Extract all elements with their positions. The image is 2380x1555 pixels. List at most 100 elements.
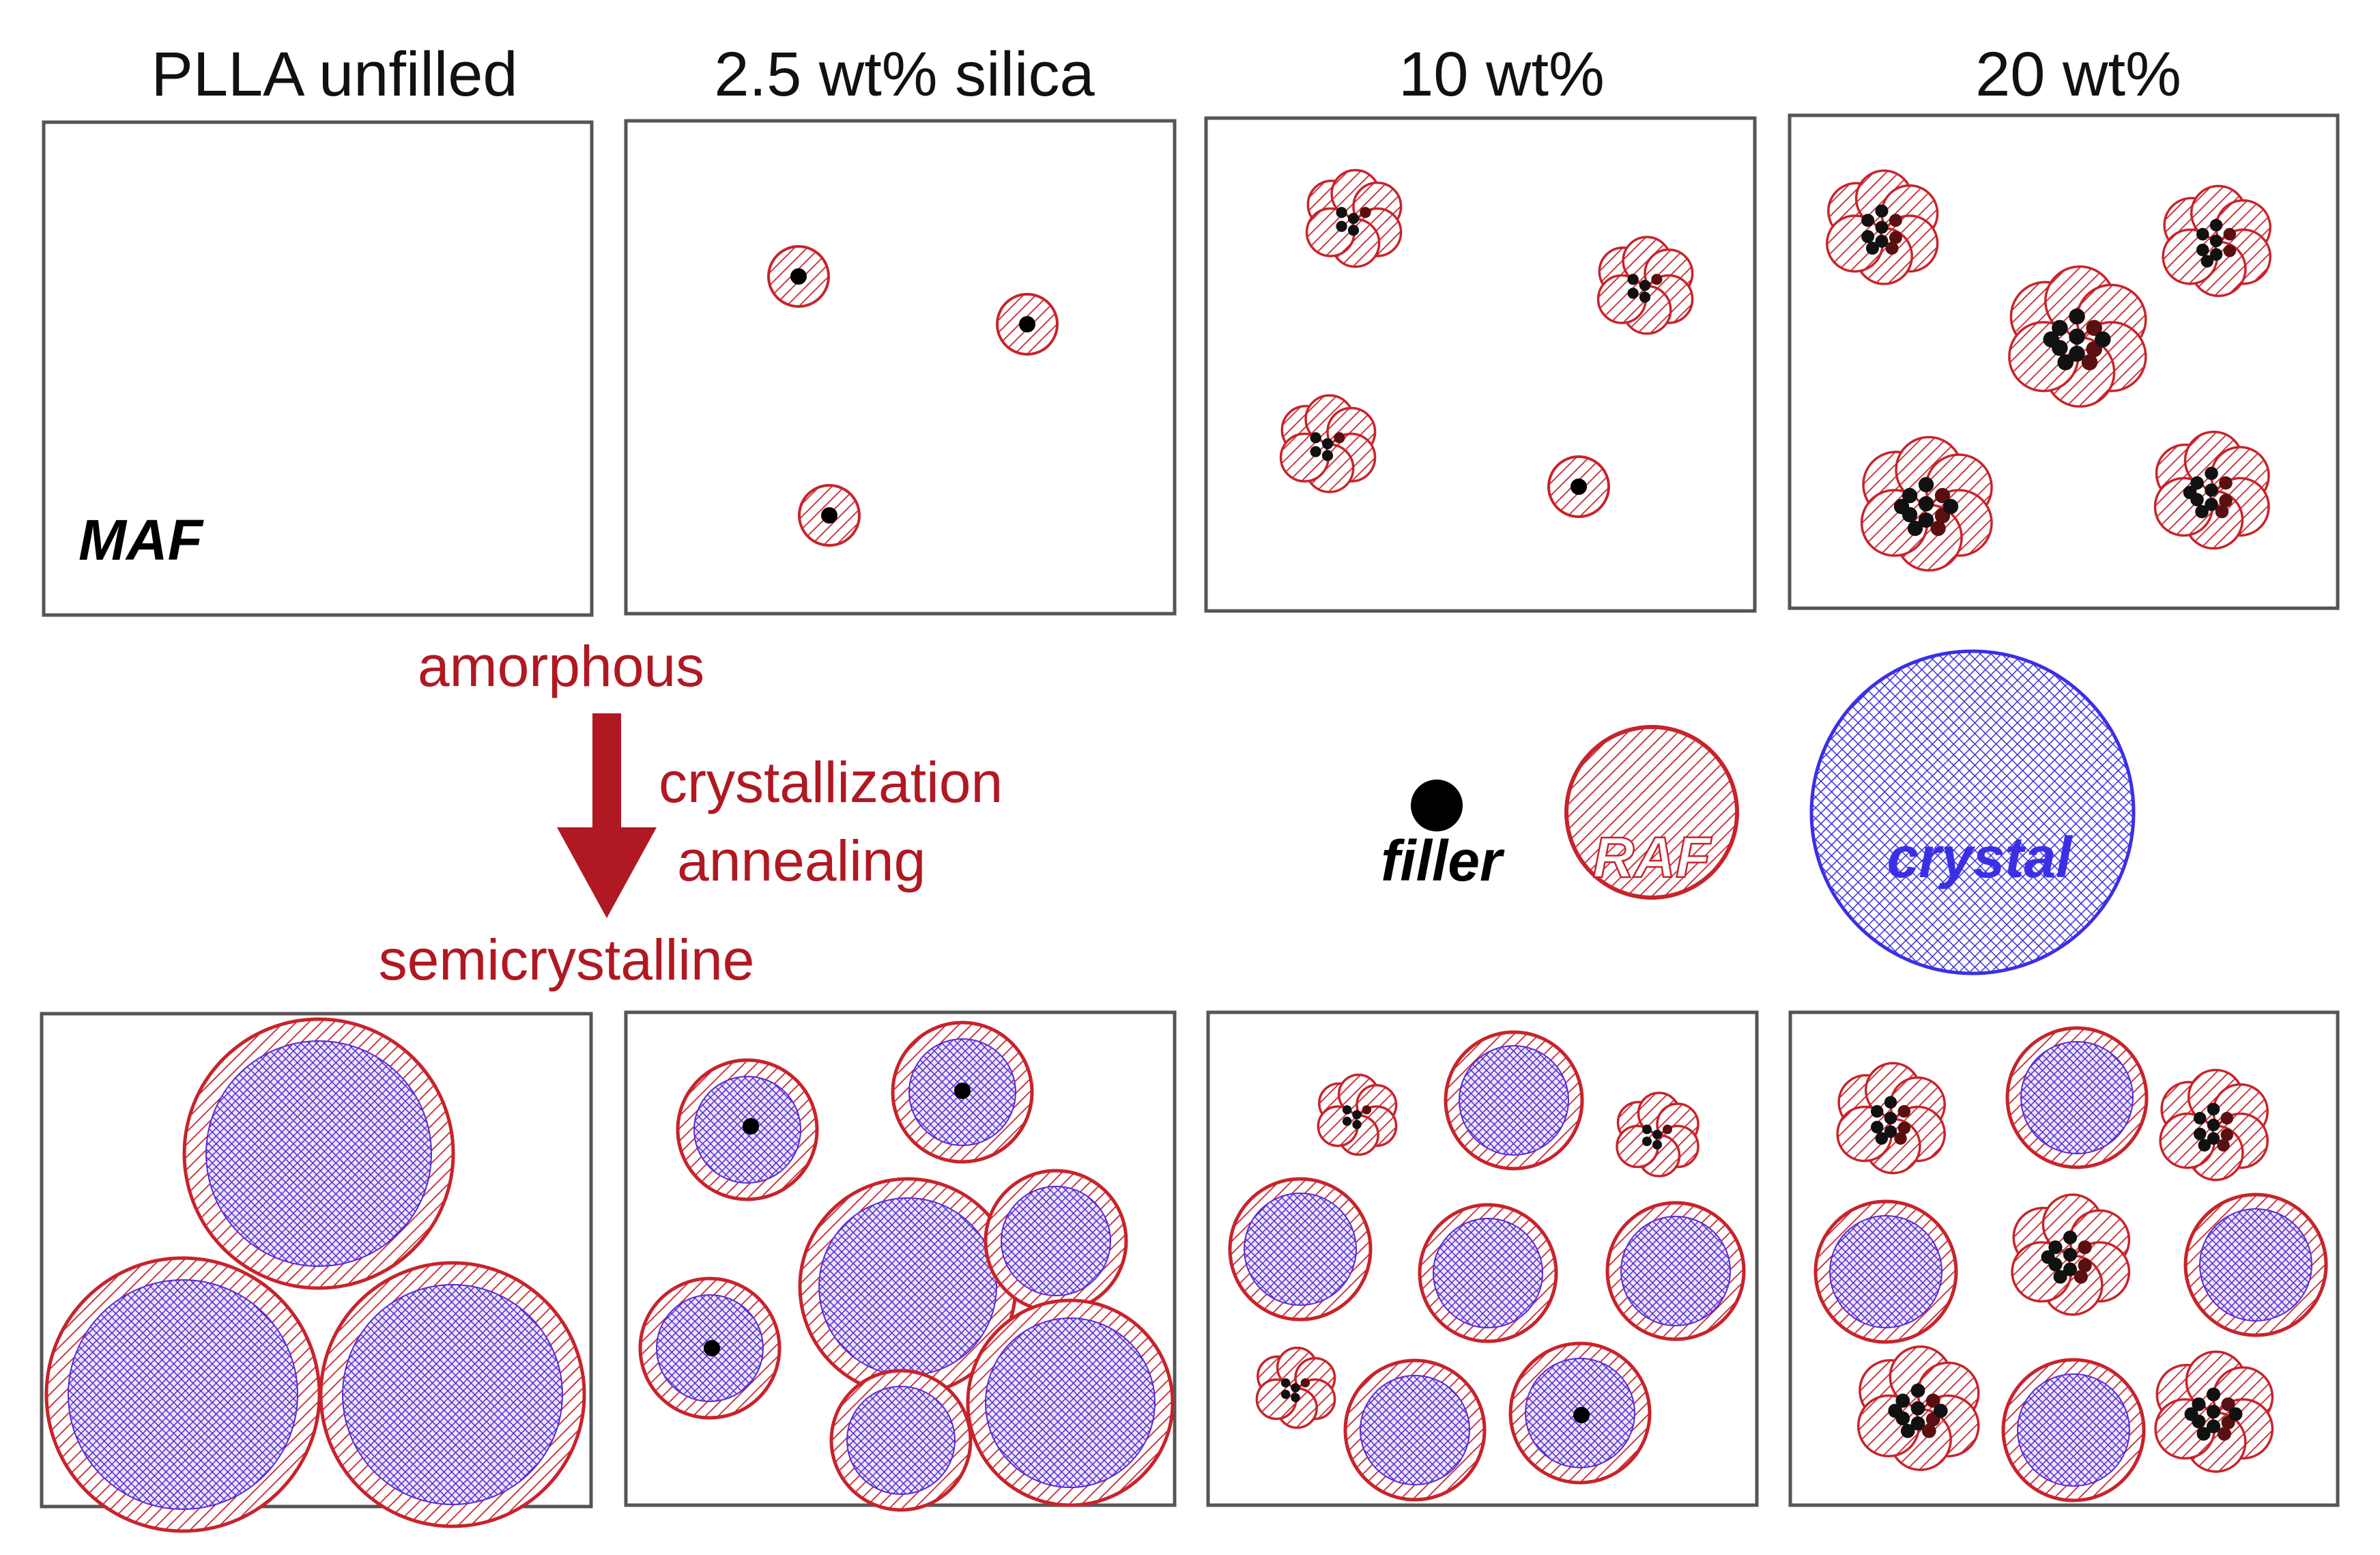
filler-dot (1019, 316, 1035, 332)
filler-dot (1651, 274, 1663, 285)
spherulite (829, 1369, 973, 1512)
filler-dot (2196, 1427, 2211, 1441)
filler-dot (2043, 331, 2059, 347)
spherulite (1813, 1199, 1958, 1344)
filler-aggregate (1596, 236, 1694, 335)
filler-aggregate (1616, 1092, 1700, 1178)
crystal-core (985, 1317, 1156, 1488)
filler-dot (1352, 1110, 1362, 1119)
filler-dot (2063, 1247, 2078, 1262)
filler-dot (1362, 1105, 1372, 1115)
filler-dot (1360, 207, 1371, 218)
filler-dot (2057, 354, 2074, 371)
filler-dot (1663, 1124, 1672, 1135)
amorphous-label: amorphous (418, 634, 704, 698)
filler-dot (2220, 1128, 2234, 1141)
crystal-core (2020, 1041, 2134, 1154)
filler-dot (1336, 207, 1347, 218)
filler-dot (1888, 1403, 1903, 1418)
filler-dot (1875, 234, 1889, 248)
filler-dot (1652, 1140, 1662, 1150)
filler-dot (1884, 1111, 1897, 1125)
crystal-core (2017, 1373, 2130, 1487)
spherulite (2183, 1193, 2328, 1337)
bottom-row-particles (44, 1017, 2328, 1533)
filler-dot (2053, 1270, 2067, 1284)
column-title-10-wt: 10 wt% (1399, 40, 1605, 109)
filler-dot (2215, 504, 2229, 519)
filler-aggregate (2153, 430, 2270, 550)
filler-dot (1934, 487, 1951, 504)
filler-dot (1347, 225, 1360, 236)
crystal-core (1620, 1216, 1731, 1326)
filler-dot (790, 268, 807, 285)
filler-dot (2207, 1102, 2220, 1116)
filler-dot (2086, 319, 2102, 337)
filler-dot (1870, 1120, 1884, 1134)
filler-dot (2217, 1139, 2230, 1152)
crystal-core (1360, 1375, 1470, 1485)
filler-dot (2041, 1250, 2055, 1264)
filler-dot (1342, 1105, 1352, 1115)
filler-dot (2221, 1397, 2235, 1412)
raf-lobe (1616, 1124, 1659, 1169)
filler-dot (954, 1083, 971, 1099)
maf-label: MAF (78, 508, 205, 572)
raf-lobe (1317, 1105, 1359, 1147)
spherulite (891, 1021, 1034, 1164)
filler-dot (2207, 1118, 2220, 1132)
spherulite (1605, 1201, 1746, 1341)
spherulite (1444, 1030, 1584, 1171)
spherulite (2005, 1026, 2149, 1169)
filler-dot (1893, 498, 1910, 515)
filler-dot (1897, 1122, 1911, 1135)
crystal-core (2199, 1208, 2312, 1322)
filler-aggregate (2162, 184, 2271, 298)
raf-lobe (1255, 1378, 1297, 1421)
spherulite (182, 1017, 455, 1290)
filler-dot (1642, 1124, 1652, 1135)
filler-dot (2209, 218, 2223, 232)
filler-dot (2183, 485, 2197, 500)
crystal-legend-label: crystal (1887, 825, 2074, 889)
single-filler-particle (1547, 455, 1610, 518)
filler-dot (2223, 227, 2237, 241)
process-arrow-head (557, 827, 657, 918)
filler-aggregate (2008, 265, 2147, 408)
filler-aggregate (2159, 1068, 2269, 1182)
filler-dot (1889, 231, 1902, 244)
filler-dot (1884, 1125, 1897, 1139)
filler-dot (1300, 1378, 1310, 1388)
crystal-core (342, 1284, 563, 1505)
filler-dot (1652, 1130, 1662, 1139)
filler-dot (1921, 1423, 1936, 1438)
filler-dot (2206, 1387, 2221, 1401)
filler-dot (1910, 1416, 1925, 1431)
filler-dot (2205, 498, 2218, 511)
filler-dot (2069, 328, 2085, 345)
filler-dot (1865, 242, 1879, 255)
filler-dot (2074, 1270, 2088, 1284)
filler-dot (1334, 432, 1345, 444)
filler-aggregate (1305, 169, 1403, 268)
filler-dot (704, 1340, 720, 1356)
filler-dot (1639, 291, 1651, 303)
raf-lobe (1596, 274, 1647, 324)
filler-dot (1321, 450, 1334, 461)
filler-dot (1925, 1393, 1940, 1408)
filler-aggregate (1317, 1073, 1398, 1156)
filler-dot (1918, 476, 1934, 493)
crystal-core (818, 1197, 997, 1376)
single-filler-particle (767, 245, 830, 308)
filler-dot (2095, 331, 2111, 347)
filler-dot (1918, 496, 1934, 512)
spherulite (1508, 1341, 1652, 1485)
filler-dot (2052, 319, 2068, 337)
spherulite (2001, 1358, 2146, 1502)
filler-dot (1910, 1401, 1925, 1416)
filler-dot (2196, 227, 2209, 241)
filler-dot (1571, 479, 1587, 495)
column-title-20-wt: 20 wt% (1975, 40, 2181, 109)
filler-dot (2217, 1427, 2231, 1441)
